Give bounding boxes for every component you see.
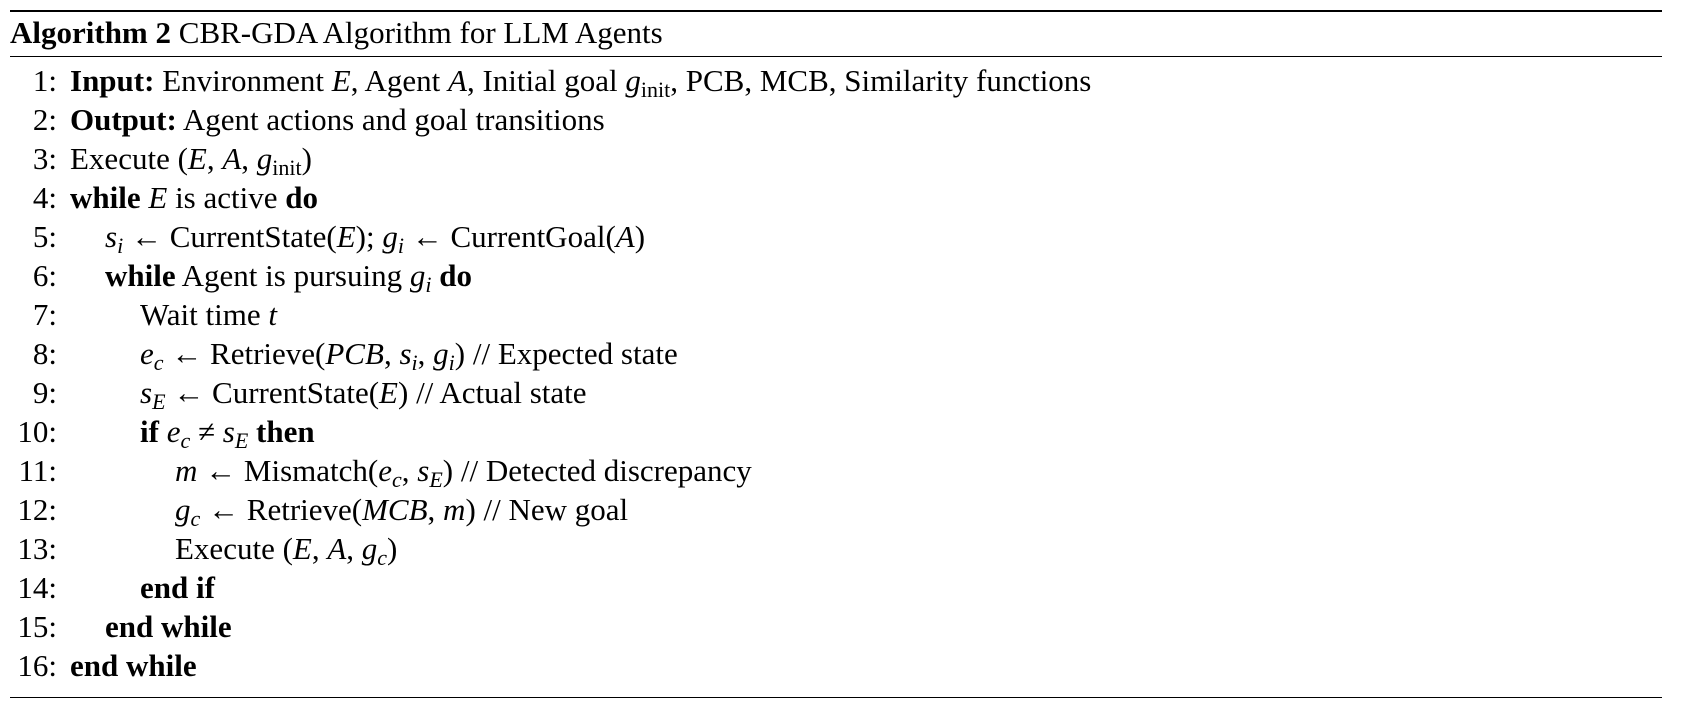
line-number: 16: (17, 648, 57, 683)
line-content: Input: Environment E, Agent A, Initial g… (70, 63, 1092, 102)
line-content: Execute (E, A, ginit) (70, 141, 312, 180)
line-content: si ← CurrentState(E); gi ← CurrentGoal(A… (105, 219, 646, 258)
line-content: end while (105, 609, 232, 644)
line-content: while E is active do (70, 180, 318, 215)
algorithm-line-15: 15: end while (10, 607, 1662, 646)
line-content: ec ← Retrieve(PCB, si, gi) // Expected s… (140, 336, 678, 375)
line-number: 6: (32, 258, 57, 293)
algorithm-line-13: 13: Execute (E, A, gc) (10, 529, 1662, 570)
algorithm-lines: 1: Input: Environment E, Agent A, Initia… (10, 57, 1662, 685)
line-number: 10: (17, 414, 57, 449)
algorithm-line-9: 9: sE ← CurrentState(E) // Actual state (10, 373, 1662, 414)
algorithm-line-14: 14: end if (10, 568, 1662, 607)
line-content: m ← Mismatch(ec, sE) // Detected discrep… (175, 453, 752, 492)
line-content: Output: Agent actions and goal transitio… (70, 102, 605, 137)
caption-rule (10, 56, 1662, 57)
line-number: 2: (32, 102, 57, 137)
line-content: Execute (E, A, gc) (175, 531, 398, 570)
top-rule (10, 10, 1662, 12)
line-number: 7: (32, 297, 57, 332)
line-content: end if (140, 570, 215, 605)
line-content: gc ← Retrieve(MCB, m) // New goal (175, 492, 629, 531)
algorithm-block: Algorithm 2 CBR-GDA Algorithm for LLM Ag… (10, 10, 1662, 698)
algorithm-line-1: 1: Input: Environment E, Agent A, Initia… (10, 61, 1662, 102)
line-number: 11: (18, 453, 57, 488)
bottom-rule (10, 697, 1662, 698)
algorithm-line-11: 11: m ← Mismatch(ec, sE) // Detected dis… (10, 451, 1662, 492)
algorithm-line-12: 12: gc ← Retrieve(MCB, m) // New goal (10, 490, 1662, 531)
algorithm-line-2: 2: Output: Agent actions and goal transi… (10, 100, 1662, 139)
line-number: 1: (32, 63, 57, 98)
line-number: 8: (32, 336, 57, 371)
algorithm-line-10: 10: if ec ≠ sE then (10, 412, 1662, 453)
line-number: 9: (32, 375, 57, 410)
algorithm-line-4: 4: while E is active do (10, 178, 1662, 217)
line-number: 5: (32, 219, 57, 254)
line-content: while Agent is pursuing gi do (105, 258, 472, 297)
algorithm-title: CBR-GDA Algorithm for LLM Agents (178, 15, 663, 50)
algorithm-line-8: 8: ec ← Retrieve(PCB, si, gi) // Expecte… (10, 334, 1662, 375)
line-number: 12: (17, 492, 57, 527)
algorithm-label: Algorithm 2 (10, 15, 172, 50)
line-content: if ec ≠ sE then (140, 414, 315, 453)
line-number: 15: (17, 609, 57, 644)
line-content: Wait time t (140, 297, 277, 332)
line-number: 14: (17, 570, 57, 605)
line-content: sE ← CurrentState(E) // Actual state (140, 375, 587, 414)
algorithm-line-5: 5: si ← CurrentState(E); gi ← CurrentGoa… (10, 217, 1662, 258)
line-number: 4: (32, 180, 57, 215)
algorithm-line-7: 7: Wait time t (10, 295, 1662, 334)
algorithm-line-16: 16: end while (10, 646, 1662, 685)
line-number: 13: (17, 531, 57, 566)
algorithm-line-3: 3: Execute (E, A, ginit) (10, 139, 1662, 180)
algorithm-line-6: 6: while Agent is pursuing gi do (10, 256, 1662, 297)
algorithm-caption: Algorithm 2 CBR-GDA Algorithm for LLM Ag… (10, 12, 1662, 56)
line-number: 3: (32, 141, 57, 176)
line-content: end while (70, 648, 197, 683)
